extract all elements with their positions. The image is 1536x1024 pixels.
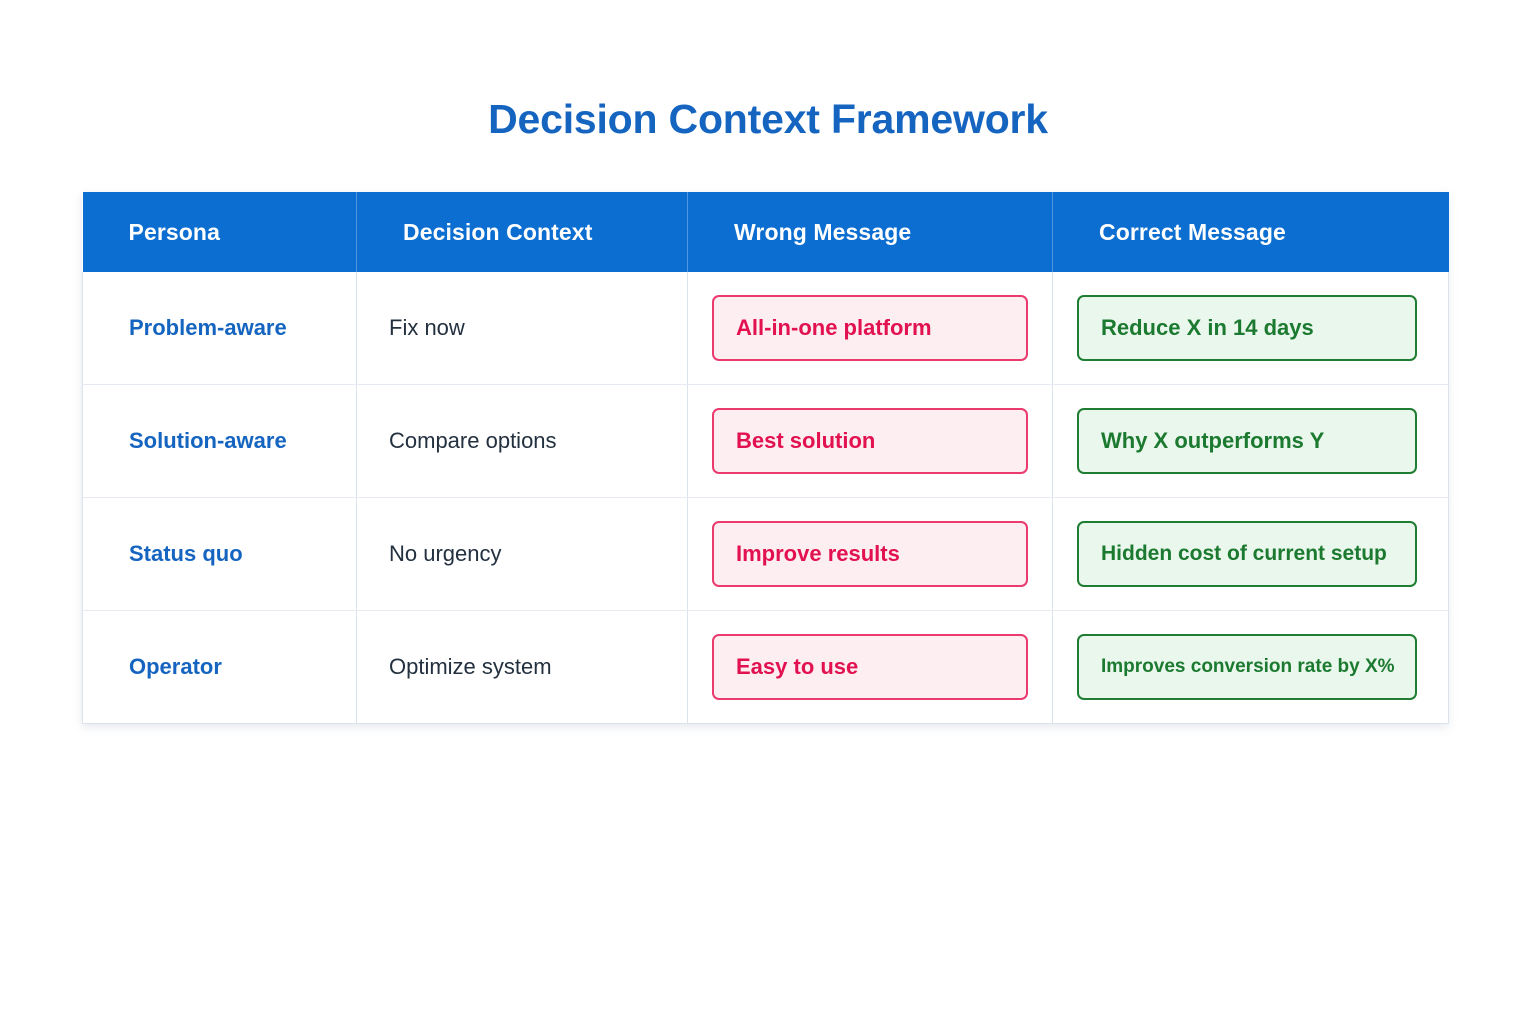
cell-wrong-message: Improve results — [687, 497, 1053, 611]
cell-persona: Operator — [82, 610, 357, 724]
wrong-message-pill: Improve results — [712, 521, 1028, 587]
cell-wrong-message: Easy to use — [687, 610, 1053, 724]
table-row: Problem-aware Fix now All-in-one platfor… — [82, 272, 1449, 385]
table-row: Status quo No urgency Improve results Hi… — [82, 497, 1449, 611]
table-row: Operator Optimize system Easy to use Imp… — [82, 610, 1449, 724]
column-header-persona: Persona — [82, 192, 357, 272]
table-body: Problem-aware Fix now All-in-one platfor… — [82, 272, 1449, 724]
cell-wrong-message: Best solution — [687, 384, 1053, 498]
cell-decision-context: Compare options — [356, 384, 688, 498]
framework-table: Persona Decision Context Wrong Message C… — [82, 192, 1449, 724]
cell-persona: Problem-aware — [82, 272, 357, 385]
cell-correct-message: Why X outperforms Y — [1052, 384, 1449, 498]
column-header-correct-message: Correct Message — [1099, 218, 1286, 245]
table-header: Persona Decision Context Wrong Message C… — [82, 192, 1449, 272]
wrong-message-pill: Best solution — [712, 408, 1028, 474]
cell-wrong-message: All-in-one platform — [687, 272, 1053, 385]
cell-decision-context: Fix now — [356, 272, 688, 385]
cell-correct-message: Reduce X in 14 days — [1052, 272, 1449, 385]
cell-persona: Status quo — [82, 497, 357, 611]
cell-correct-message: Improves conversion rate by X% — [1052, 610, 1449, 724]
header-row: Persona Decision Context Wrong Message C… — [82, 192, 1449, 272]
table-row: Solution-aware Compare options Best solu… — [82, 384, 1449, 498]
framework-table-container: Persona Decision Context Wrong Message C… — [82, 192, 1449, 724]
wrong-message-pill: All-in-one platform — [712, 295, 1028, 361]
correct-message-pill: Improves conversion rate by X% — [1077, 634, 1417, 700]
column-header-wrong-message: Wrong Message — [687, 192, 1053, 272]
page-title: Decision Context Framework — [488, 96, 1048, 142]
correct-message-pill: Hidden cost of current setup — [1077, 521, 1417, 587]
wrong-message-pill: Easy to use — [712, 634, 1028, 700]
cell-decision-context: No urgency — [356, 497, 688, 611]
cell-persona: Solution-aware — [82, 384, 357, 498]
cell-correct-message: Hidden cost of current setup — [1052, 497, 1449, 611]
column-header-decision-context: Decision Context — [356, 192, 688, 272]
correct-message-pill: Reduce X in 14 days — [1077, 295, 1417, 361]
cell-decision-context: Optimize system — [356, 610, 688, 724]
correct-message-pill: Why X outperforms Y — [1077, 408, 1417, 474]
